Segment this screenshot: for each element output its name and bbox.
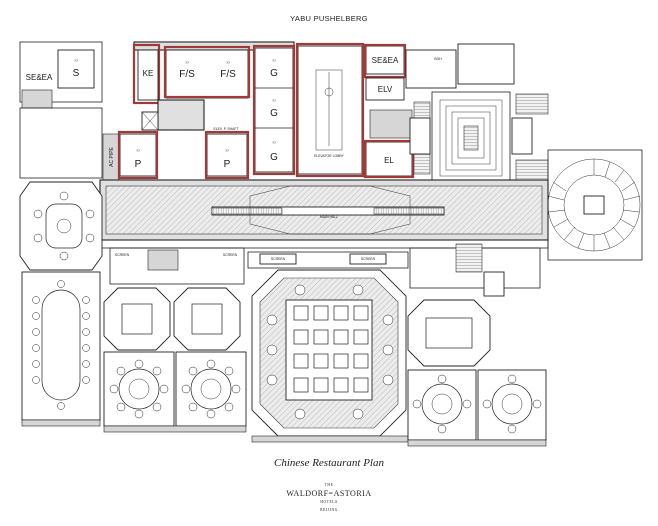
label-elv: ELV xyxy=(378,85,393,94)
svg-text:HOTELS: HOTELS xyxy=(320,500,337,504)
svg-text:??: ?? xyxy=(185,61,189,65)
firm-header: YABU PUSHELBERG xyxy=(290,14,368,23)
label-screen-2: SCREEN xyxy=(223,253,238,257)
svg-text:??: ?? xyxy=(225,149,229,153)
main-corridor xyxy=(99,179,549,249)
vip-vestibule xyxy=(409,91,549,185)
label-screen-1: SCREEN xyxy=(115,253,130,257)
octagon-private-rooms xyxy=(103,247,245,351)
room-labels: SE&EA ?? S KE ?? F/S ?? F/S ?? G ?? G ??… xyxy=(26,56,443,261)
label-g-3: G xyxy=(270,152,278,163)
main-dining-hall xyxy=(247,251,409,443)
label-g-1: G xyxy=(270,68,278,79)
service-core xyxy=(19,41,515,181)
label-ac-pipe: AC PIPE xyxy=(109,146,115,166)
brand-name: WALDORF=ASTORIA xyxy=(286,489,371,498)
svg-text:??: ?? xyxy=(226,61,230,65)
svg-text:??: ?? xyxy=(272,141,276,145)
label-p-2: P xyxy=(224,159,231,170)
round-dining-rooms xyxy=(103,351,247,433)
label-se-ea-right: SE&EA xyxy=(372,56,399,65)
svg-text:BEIJING: BEIJING xyxy=(320,508,338,512)
label-screen-3: SCREEN xyxy=(271,257,286,261)
label-p-1: P xyxy=(135,159,142,170)
label-ke: KE xyxy=(143,69,154,78)
label-fs-1: F/S xyxy=(179,69,195,80)
label-s: S xyxy=(73,68,80,79)
label-elevator-lobby: ELEVATOR LOBBY xyxy=(314,154,345,158)
label-elev-shaft: ELEV. P. SHAFT xyxy=(213,127,238,131)
label-screen-4: SCREEN xyxy=(361,257,376,261)
private-dining-long-left xyxy=(21,271,101,427)
label-el: EL xyxy=(384,156,394,165)
plan-caption: Chinese Restaurant Plan xyxy=(274,457,384,469)
svg-text:??: ?? xyxy=(272,59,276,63)
svg-text:??: ?? xyxy=(136,149,140,153)
svg-text:??: ?? xyxy=(272,99,276,103)
private-dining-round-left xyxy=(19,181,103,271)
svg-text:THE: THE xyxy=(325,483,334,487)
right-private-rooms xyxy=(407,243,547,447)
svg-text:??: ?? xyxy=(74,59,78,63)
label-boh: BOH xyxy=(434,57,442,61)
label-fs-2: F/S xyxy=(220,69,236,80)
waldorf-astoria-logo: THE WALDORF=ASTORIA HOTELS BEIJING xyxy=(286,483,371,512)
label-se-ea-left: SE&EA xyxy=(26,73,53,82)
label-g-2: G xyxy=(270,108,278,119)
label-main-hall: MAIN HALL xyxy=(320,215,338,219)
spiral-staircase xyxy=(547,149,643,261)
